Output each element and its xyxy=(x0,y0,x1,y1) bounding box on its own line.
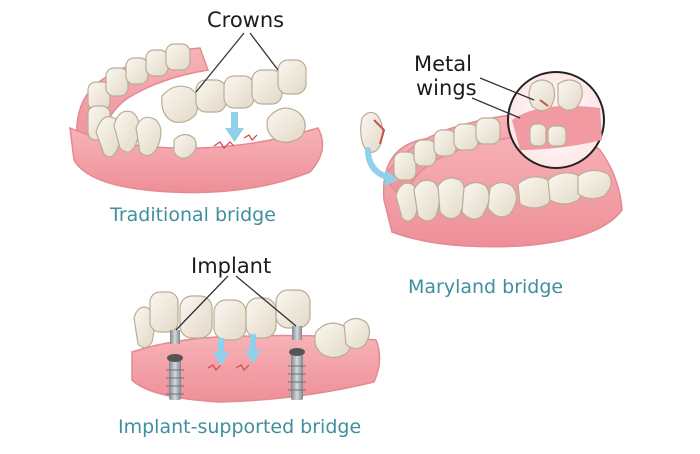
down-arrow-icon xyxy=(213,334,261,366)
wings-label: wings xyxy=(416,76,477,100)
metal-label: Metal xyxy=(414,52,472,76)
maryland-bridge-caption: Maryland bridge xyxy=(408,276,564,298)
crowns-bridge xyxy=(161,59,307,123)
crowns-label: Crowns xyxy=(207,8,285,32)
down-arrow-icon xyxy=(225,112,244,142)
implant-bridge-illustration xyxy=(131,275,381,403)
implant-bridge-crowns xyxy=(133,289,371,359)
magnified-view xyxy=(507,71,605,169)
maryland-bridge-illustration xyxy=(360,71,623,248)
implant-posts xyxy=(166,348,306,400)
implant-label: Implant xyxy=(191,254,272,278)
implant-supported-bridge-caption: Implant-supported bridge xyxy=(118,416,362,438)
traditional-bridge-illustration xyxy=(69,32,324,194)
maryland-pontic xyxy=(360,111,386,153)
traditional-bridge-caption: Traditional bridge xyxy=(110,204,276,226)
